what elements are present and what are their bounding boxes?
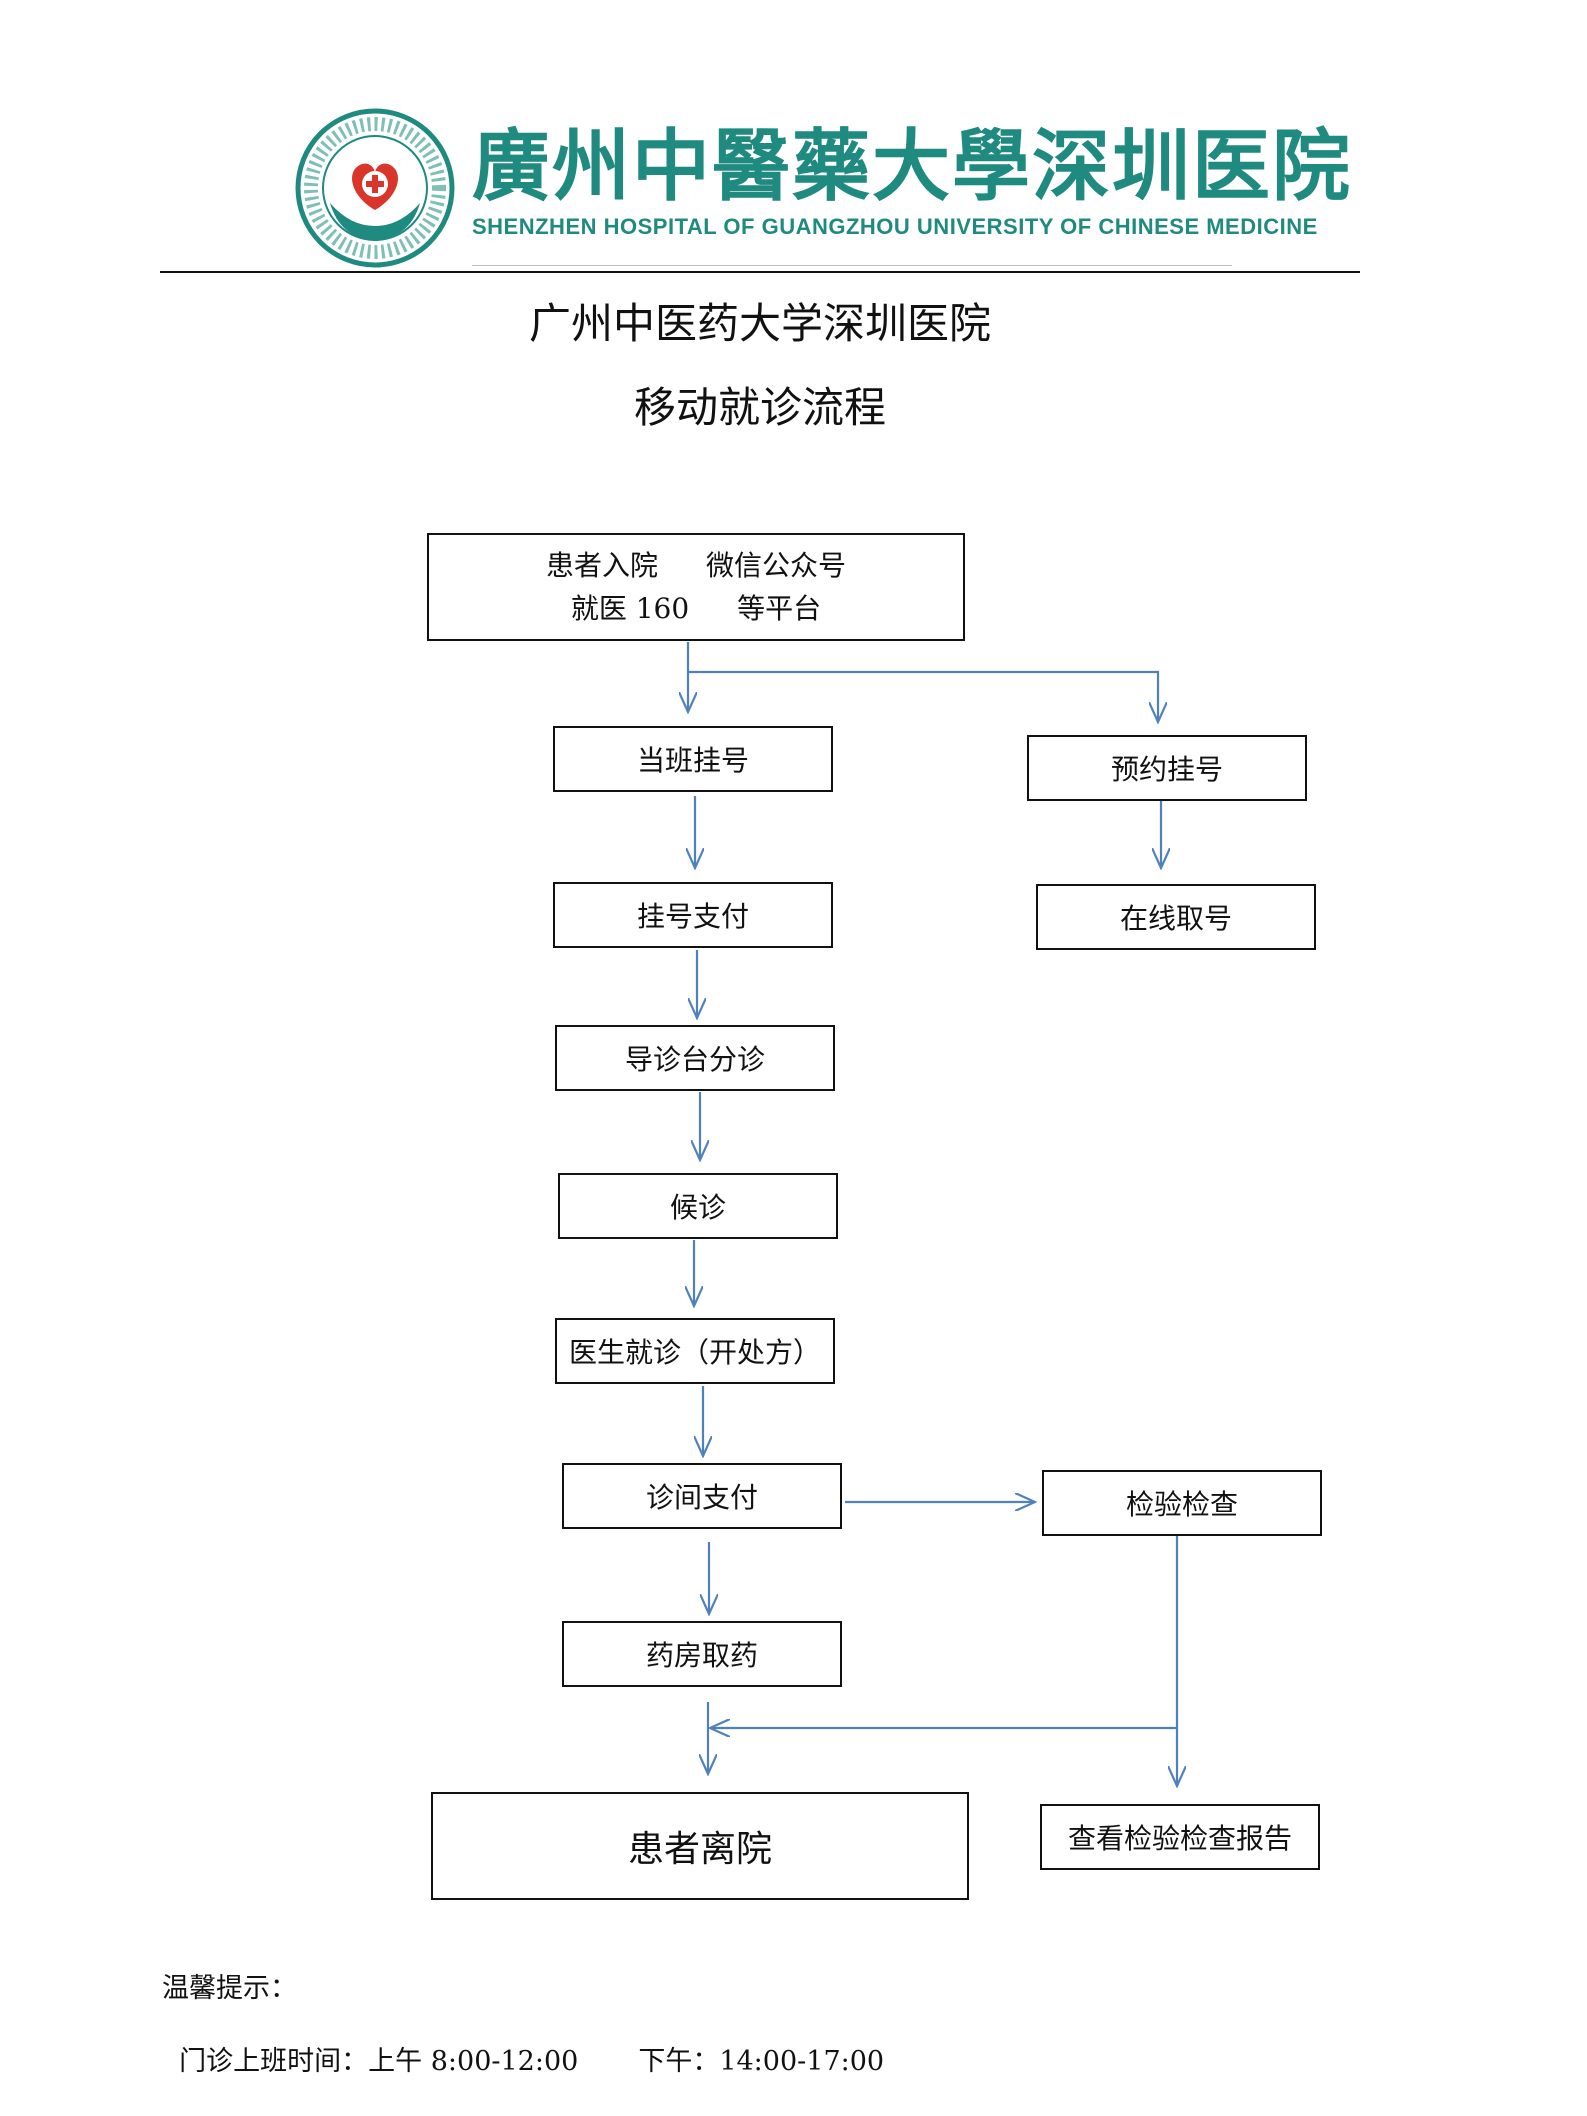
header-divider bbox=[160, 271, 1360, 273]
arrow-entry-to-appointment bbox=[688, 670, 1158, 722]
page-title: 广州中医药大学深圳医院 bbox=[528, 299, 991, 348]
entry-box: 患者入院 微信公众号 就医 160 等平台 bbox=[427, 533, 965, 641]
entry-row-2: 就医 160 等平台 bbox=[571, 587, 821, 630]
step-patient-leave: 患者离院 bbox=[431, 1792, 969, 1900]
step-lab-exam: 检验检查 bbox=[1042, 1470, 1322, 1536]
step-register-payment: 挂号支付 bbox=[553, 882, 833, 948]
hospital-name-en: SHENZHEN HOSPITAL OF GUANGZHOU UNIVERSIT… bbox=[472, 214, 1318, 239]
entry-patient-admission: 患者入院 bbox=[545, 549, 658, 582]
step-view-report: 查看检验检查报告 bbox=[1040, 1804, 1320, 1870]
step-appointment: 预约挂号 bbox=[1027, 735, 1307, 801]
tips-hours: 门诊上班时间：上午 8:00-12:00 下午：14:00-17:00 bbox=[162, 2008, 884, 2078]
hospital-emblem-icon bbox=[295, 108, 455, 268]
entry-other-platforms: 等平台 bbox=[737, 592, 822, 625]
tips-hours-label: 门诊上班时间： bbox=[179, 2046, 369, 2077]
step-doctor-visit: 医生就诊（开处方） bbox=[555, 1318, 835, 1384]
entry-jiuyi160: 就医 160 bbox=[570, 592, 690, 625]
logo-underline bbox=[472, 265, 1232, 266]
page-subtitle: 移动就诊流程 bbox=[633, 383, 886, 432]
tips-afternoon-hours: 下午：14:00-17:00 bbox=[638, 2046, 885, 2077]
hospital-logo bbox=[290, 108, 460, 268]
entry-wechat-account: 微信公众号 bbox=[706, 549, 847, 582]
hospital-name-cn: 廣州中醫藥大學深圳医院 bbox=[472, 121, 1353, 212]
step-same-day-register: 当班挂号 bbox=[553, 726, 833, 792]
entry-row-1: 患者入院 微信公众号 bbox=[546, 544, 846, 587]
step-clinic-payment: 诊间支付 bbox=[562, 1463, 842, 1529]
step-online-ticket: 在线取号 bbox=[1036, 884, 1316, 950]
tips-morning-hours: 上午 8:00-12:00 bbox=[368, 2046, 579, 2077]
step-pharmacy: 药房取药 bbox=[562, 1621, 842, 1687]
tips-heading: 温馨提示： bbox=[162, 1973, 297, 2004]
step-triage: 导诊台分诊 bbox=[555, 1025, 835, 1091]
step-waiting: 候诊 bbox=[558, 1173, 838, 1239]
